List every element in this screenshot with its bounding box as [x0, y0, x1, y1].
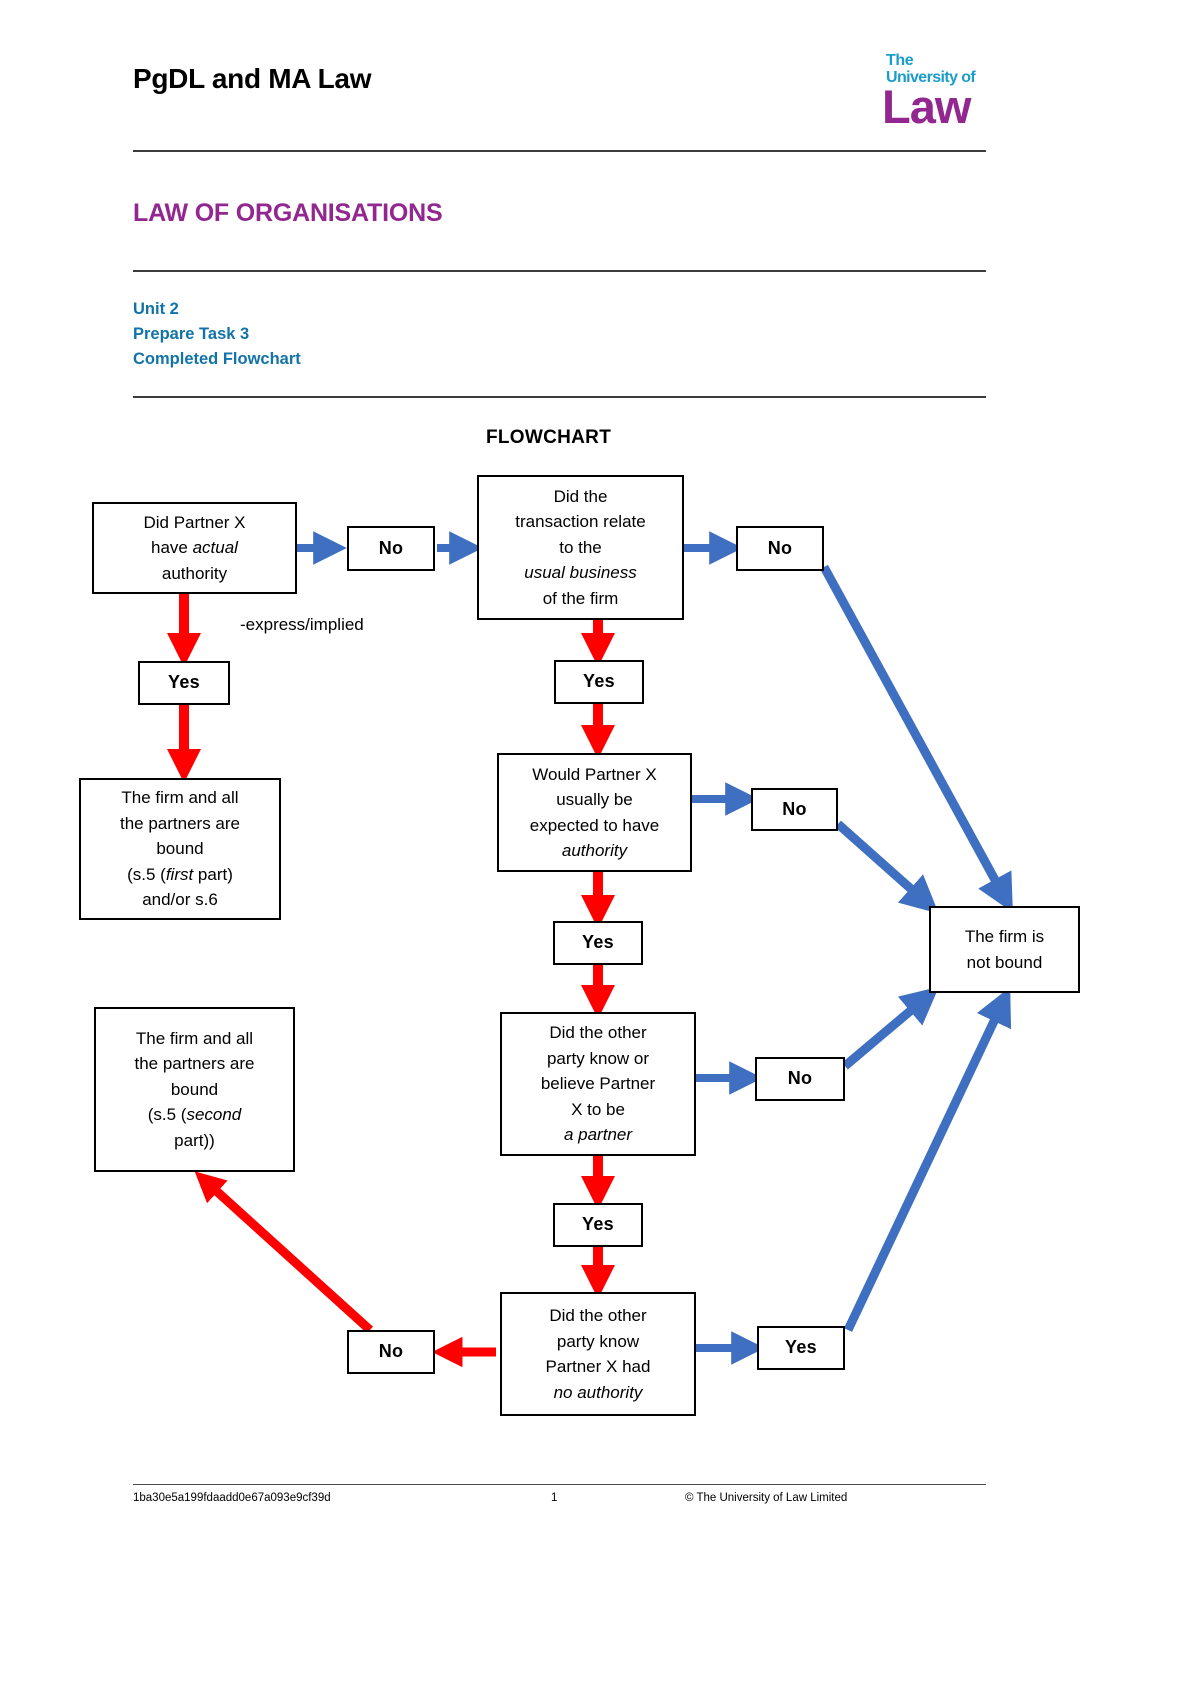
- node-q1-actual-authority[interactable]: Did Partner X have actual authority: [92, 502, 297, 594]
- logo-line-the: The: [886, 52, 914, 69]
- node-q1-line2-italic: actual: [192, 538, 238, 558]
- node-q5-line3: Partner X had: [545, 1357, 651, 1376]
- node-q3-yes[interactable]: Yes: [553, 921, 643, 965]
- node-q1-line2a: have: [151, 538, 193, 558]
- node-q5-line1: Did the other: [549, 1306, 647, 1325]
- subtitle-block: Unit 2 Prepare Task 3 Completed Flowchar…: [133, 297, 301, 372]
- node-q3-line3: expected to have: [529, 815, 660, 835]
- node-q2-usual-business[interactable]: Did the transaction relate to the usual …: [477, 475, 684, 620]
- subtitle-task: Prepare Task 3: [133, 325, 250, 343]
- node-q4-line5-italic: a partner: [563, 1125, 633, 1145]
- node-q3-yes-label: Yes: [582, 932, 614, 953]
- node-q2-yes[interactable]: Yes: [554, 660, 644, 704]
- node-q4-yes-label: Yes: [582, 1214, 614, 1235]
- page-title: PgDL and MA Law: [133, 63, 372, 94]
- logo-line-university: University of: [886, 69, 976, 86]
- node-outcome-bound-second[interactable]: The firm and all the partners are bound …: [94, 1007, 295, 1172]
- ob1-line4b: part): [193, 864, 233, 884]
- ob2-line3: bound: [170, 1079, 219, 1099]
- node-q4-line2: party know or: [546, 1048, 650, 1068]
- ob2-line5: part)): [174, 1130, 215, 1150]
- footer-divider: [133, 1484, 986, 1485]
- node-q4-line4: X to be: [571, 1099, 625, 1119]
- node-q4-believe-partner[interactable]: Did the other party know or believe Part…: [500, 1012, 696, 1156]
- node-q2-no[interactable]: No: [736, 526, 824, 571]
- node-q5-no[interactable]: No: [347, 1330, 435, 1374]
- node-q1-yes[interactable]: Yes: [138, 661, 230, 705]
- subtitle-doc-kind: Completed Flowchart: [133, 350, 301, 368]
- node-q1-line3: authority: [161, 563, 228, 583]
- node-q2-yes-label: Yes: [583, 671, 615, 692]
- ob1-line3: bound: [156, 839, 204, 859]
- node-q3-line4-italic: authority: [561, 841, 628, 860]
- subtitle-unit: Unit 2: [133, 300, 179, 318]
- footer-copyright: © The University of Law Limited: [685, 1492, 848, 1504]
- node-q1-no[interactable]: No: [347, 526, 435, 571]
- node-q2-no-label: No: [767, 537, 793, 558]
- node-q5-line2: party know: [556, 1331, 640, 1351]
- ob1-line5: and/or s.6: [142, 890, 218, 910]
- node-q2-line2: transaction relate: [515, 512, 646, 532]
- onb-line1: The firm is: [964, 927, 1045, 946]
- node-q3-expected-authority[interactable]: Would Partner X usually be expected to h…: [497, 753, 692, 872]
- ob2-line4-italic: second: [186, 1105, 242, 1125]
- ob2-line1: The firm and all: [135, 1028, 254, 1048]
- node-q3-line1: Would Partner X: [532, 764, 657, 784]
- subtitle-divider: [133, 396, 986, 398]
- node-q2-line5: of the firm: [542, 588, 619, 608]
- node-q1-no-label: No: [378, 537, 404, 558]
- node-q5-no-label: No: [378, 1341, 404, 1362]
- node-q4-no[interactable]: No: [755, 1057, 845, 1101]
- node-outcome-bound-first[interactable]: The firm and all the partners are bound …: [79, 778, 281, 920]
- university-of-law-logo: The University of Law: [880, 52, 990, 134]
- logo-line-law: Law: [882, 80, 971, 133]
- node-q5-yes-label: Yes: [785, 1337, 817, 1358]
- section-title: LAW OF ORGANISATIONS: [133, 199, 443, 227]
- node-q2-line4-italic: usual business: [524, 563, 637, 583]
- node-q5-no-authority[interactable]: Did the other party know Partner X had n…: [500, 1292, 696, 1416]
- onb-line2: not bound: [966, 952, 1043, 972]
- ob1-line4-italic: first: [165, 864, 194, 884]
- ob1-line1: The firm and all: [121, 788, 239, 808]
- node-q4-no-label: No: [787, 1068, 813, 1089]
- node-q2-line3: to the: [559, 537, 602, 557]
- header-divider: [133, 150, 986, 152]
- ob1-line4a: (s.5 (: [127, 864, 166, 884]
- node-q2-line1: Did the: [553, 486, 608, 506]
- node-q5-yes[interactable]: Yes: [757, 1326, 845, 1370]
- node-q4-line1: Did the other: [549, 1023, 647, 1043]
- node-q4-yes[interactable]: Yes: [553, 1203, 643, 1247]
- node-q3-no-label: No: [782, 798, 807, 819]
- node-q1-line1: Did Partner X: [143, 512, 246, 532]
- node-q5-line4-italic: no authority: [553, 1382, 643, 1402]
- node-q3-no[interactable]: No: [751, 788, 838, 831]
- footer-doc-id: 1ba30e5a199fdaadd0e67a093e9cf39d: [133, 1492, 331, 1504]
- node-q3-line2: usually be: [556, 790, 633, 809]
- ob2-line2: the partners are: [134, 1054, 255, 1074]
- section-divider: [133, 270, 986, 272]
- footer-page-number: 1: [551, 1492, 558, 1504]
- node-q1-yes-label: Yes: [168, 672, 200, 693]
- node-outcome-not-bound[interactable]: The firm is not bound: [929, 906, 1080, 993]
- ob1-line2: the partners are: [119, 813, 240, 833]
- node-q4-line3: believe Partner: [540, 1074, 656, 1094]
- ob2-line4a: (s.5 (: [147, 1105, 187, 1125]
- flowchart-heading: FLOWCHART: [486, 427, 612, 448]
- annotation-express-implied: -express/implied: [240, 615, 364, 634]
